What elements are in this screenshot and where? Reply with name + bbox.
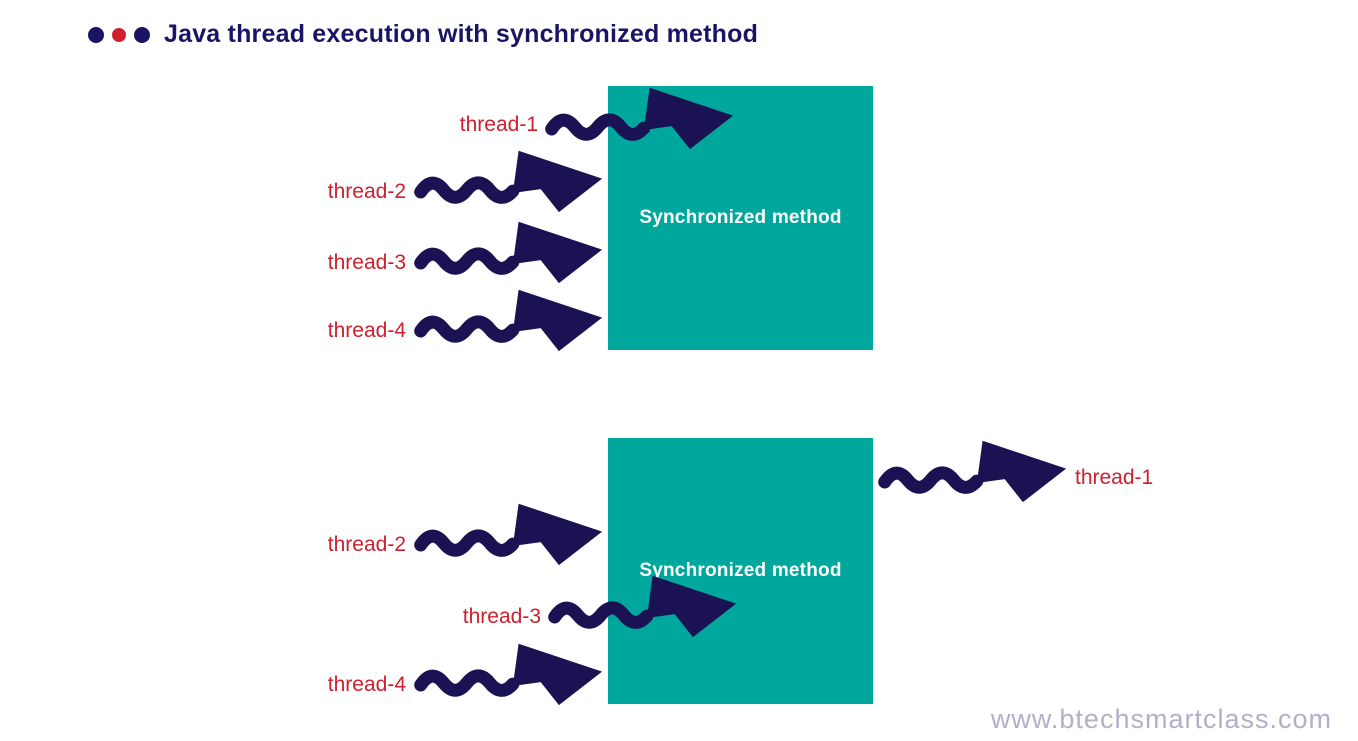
thread-3-label-bottom: thread-3 [462,605,541,628]
thread-1-label-bottom: thread-1 [1075,466,1154,489]
synchronized-method-box-bottom: Synchronized method [608,438,873,704]
thread-2-label-top: thread-2 [327,180,406,203]
wavy-arrow-right-icon [547,567,739,644]
wavy-arrow-right-icon [413,213,605,290]
thread-2-label-bottom: thread-2 [327,533,406,556]
thread-4-label-top: thread-4 [327,319,406,342]
thread-3-label-top: thread-3 [327,251,406,274]
wavy-arrow-right-icon [877,432,1069,509]
wavy-arrow-right-icon [413,142,605,219]
page-title: Java thread execution with synchronized … [164,20,759,48]
box-label: Synchronized method [639,560,842,581]
wavy-arrow-right-icon [413,281,605,358]
thread-1-label-top: thread-1 [459,113,538,136]
bullet-dot-icon [134,26,150,43]
wavy-arrow-right-icon [413,635,605,712]
watermark: www.btechsmartclass.com [990,704,1332,734]
title-row: Java thread execution with synchronized … [88,20,758,49]
bullet-dot-icon [112,27,126,42]
wavy-arrow-right-icon [413,495,605,572]
thread-4-label-bottom: thread-4 [327,673,406,696]
synchronized-method-box-top: Synchronized method [608,86,873,350]
box-label: Synchronized method [639,207,842,228]
bullet-dot-icon [88,26,104,43]
